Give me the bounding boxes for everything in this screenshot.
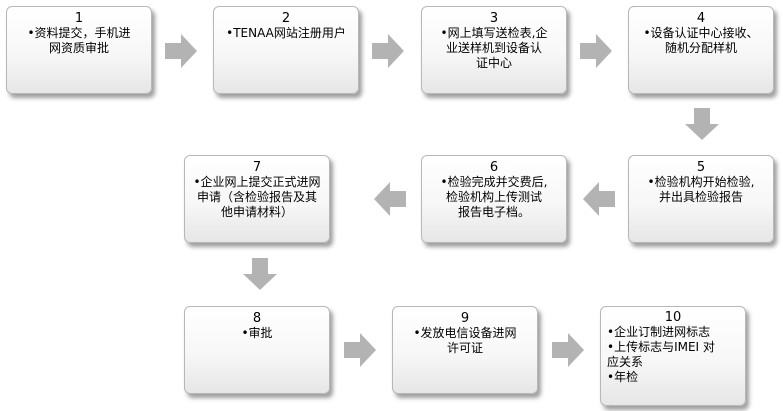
step-4-text: •设备认证中心接收、 随机分配样机 [643,26,759,55]
arrow-down-icon-7-8 [243,258,277,290]
step-3-text: •网上填写送检表,企 业送样机到设备认 证中心 [440,26,548,70]
step-5-box: 5 •检验机构开始检验, 并出具检验报告 [628,155,774,243]
arrow-left-icon-5-6 [583,182,615,216]
step-1-text: •资料提交，手机进 网资质审批 [27,26,131,55]
step-2-box: 2 •TENAA网站注册用户 [213,6,359,94]
step-5-text: •检验机构开始检验, 并出具检验报告 [647,175,755,204]
step-3-box: 3 •网上填写送检表,企 业送样机到设备认 证中心 [421,6,567,94]
step-10-item-1: •企业订制进网标志 [607,325,711,339]
arrow-down-icon-4-5 [685,108,719,140]
step-1-box: 1 •资料提交，手机进 网资质审批 [6,6,152,94]
step-1-number: 1 [74,11,84,26]
arrow-right-icon-1-2 [165,34,197,68]
step-8-box: 8 •审批 [184,306,330,394]
step-6-text: •检验完成并交费后, 检验机构上传测试 报告电子档。 [440,175,548,219]
step-9-number: 9 [460,311,470,326]
step-7-text: •企业网上提交正式进网 申请（含检验报告及其 他申请材料） [193,175,321,219]
step-4-number: 4 [696,11,706,26]
step-10-item-3: •年检 [607,370,639,384]
step-8-text: •审批 [241,326,273,340]
step-9-text: •发放电信设备进网 许可证 [413,326,517,355]
arrow-left-icon-6-7 [374,182,406,216]
step-10-box: 10 •企业订制进网标志 •上传标志与IMEI 对 应关系 •年检 [600,306,746,406]
step-7-box: 7 •企业网上提交正式进网 申请（含检验报告及其 他申请材料） [184,155,330,243]
step-6-number: 6 [489,160,499,175]
step-9-box: 9 •发放电信设备进网 许可证 [392,306,538,394]
arrow-right-icon-9-10 [552,333,584,367]
step-3-number: 3 [489,11,499,26]
step-7-number: 7 [252,160,262,175]
step-10-number: 10 [664,310,682,325]
step-2-number: 2 [281,11,291,26]
step-8-number: 8 [252,311,262,326]
step-5-number: 5 [696,160,706,175]
step-2-text: •TENAA网站注册用户 [226,26,346,40]
step-10-item-2: •上传标志与IMEI 对 应关系 [607,340,715,369]
arrow-right-icon-2-3 [372,34,404,68]
arrow-right-icon-8-9 [344,333,376,367]
step-6-box: 6 •检验完成并交费后, 检验机构上传测试 报告电子档。 [421,155,567,243]
arrow-right-icon-3-4 [580,34,612,68]
step-4-box: 4 •设备认证中心接收、 随机分配样机 [628,6,774,94]
